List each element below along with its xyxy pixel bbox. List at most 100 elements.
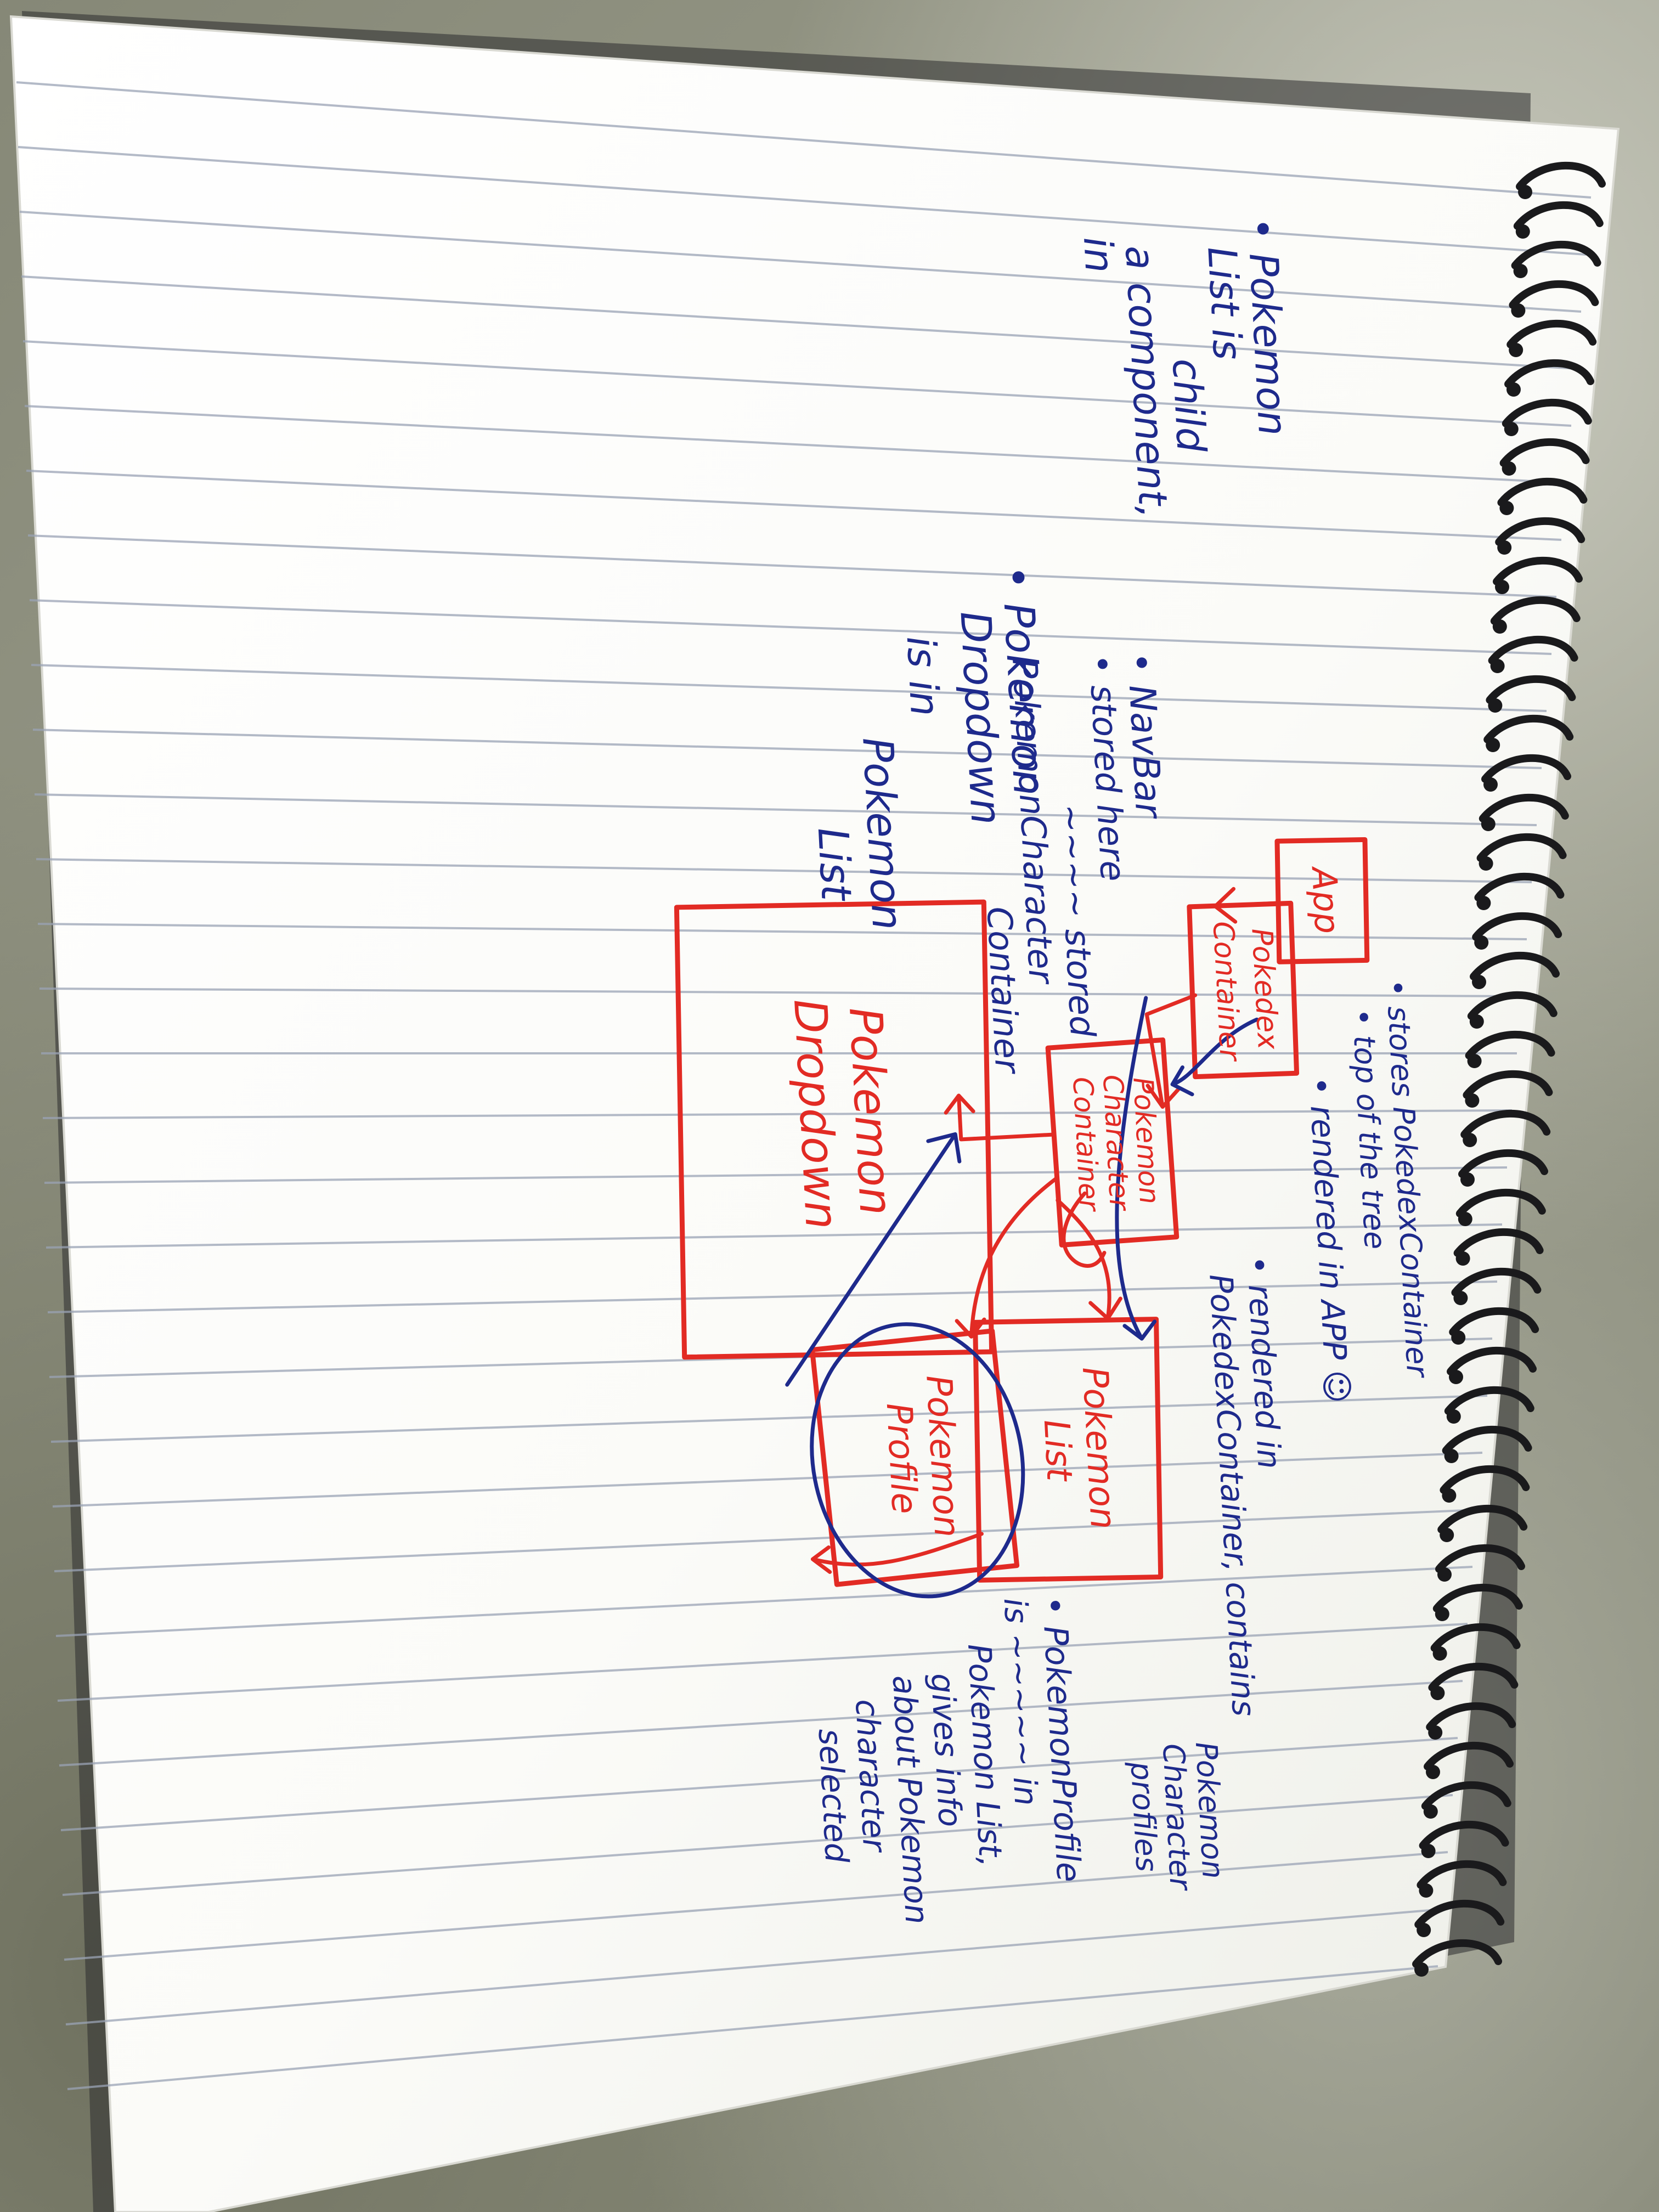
- ruled-line: [21, 275, 1577, 370]
- binding-hole: [1472, 975, 1486, 989]
- binding-hole: [1419, 1883, 1434, 1898]
- binding-hole: [1479, 856, 1493, 871]
- binding-hole: [1509, 343, 1523, 357]
- spiral-coil: [1424, 1741, 1514, 1770]
- spiral-coil: [1458, 1149, 1548, 1178]
- ruled-line: [42, 1109, 1513, 1119]
- spiral-coil: [1442, 1425, 1532, 1454]
- note-pokemon-dropdown: • Pokemon Dropdown is in Pokemon List: [809, 564, 1053, 932]
- red-arrows: [810, 887, 1280, 1574]
- spiral-coil: [1497, 477, 1588, 506]
- ruled-line: [57, 1623, 1468, 1702]
- spiral-coil: [1481, 754, 1571, 783]
- spiral-coil: [1488, 635, 1578, 664]
- ruled-line: [36, 858, 1532, 883]
- ruled-line: [54, 1509, 1478, 1572]
- binding-hole: [1444, 1449, 1459, 1463]
- spiral-coil: [1513, 201, 1604, 230]
- ruled-line: [16, 81, 1592, 199]
- ruled-line: [67, 1965, 1438, 2090]
- binding-hole: [1497, 540, 1512, 555]
- ruled-line: [52, 1452, 1483, 1508]
- binding-hole: [1488, 698, 1503, 713]
- binding-hole: [1446, 1409, 1461, 1424]
- binding-hole: [1506, 382, 1521, 397]
- ruled-line: [29, 599, 1552, 655]
- binding-hole: [1437, 1567, 1452, 1582]
- ruled-lines: [16, 81, 1592, 2090]
- box-profile-label-2: Profile: [878, 1402, 924, 1515]
- spiral-coil: [1453, 1228, 1544, 1257]
- spiral-coil: [1437, 1504, 1528, 1533]
- box-dropdown-label-2: Dropdown: [783, 997, 848, 1231]
- binding-hole: [1451, 1330, 1466, 1345]
- binding-hole: [1502, 461, 1516, 476]
- box-pokemon-profile: [809, 1328, 1020, 1587]
- binding-hole: [1414, 1962, 1429, 1977]
- binding-hole: [1453, 1291, 1468, 1305]
- box-pokedex-label-1: Pokedex: [1245, 928, 1284, 1051]
- svg-text:List: List: [809, 826, 861, 904]
- ruled-line: [32, 729, 1542, 769]
- spiral-binding: [1412, 161, 1606, 1977]
- binding-hole: [1515, 224, 1530, 239]
- spiral-coil: [1516, 161, 1606, 190]
- ruled-line: [26, 470, 1562, 541]
- spiral-coil: [1426, 1702, 1516, 1731]
- ruled-line: [31, 664, 1547, 712]
- ruled-line: [22, 340, 1572, 427]
- svg-text:Container: Container: [979, 906, 1028, 1076]
- box-pokemon-list: [973, 1317, 1164, 1583]
- binding-hole: [1440, 1528, 1454, 1542]
- binding-hole: [1495, 580, 1509, 594]
- spiral-coil: [1435, 1544, 1525, 1573]
- ruled-line: [34, 793, 1537, 826]
- blue-arrows: [785, 996, 1259, 1599]
- svg-text:Pokemon: Pokemon: [853, 736, 912, 931]
- svg-text:in: in: [1075, 235, 1122, 274]
- binding-hole: [1467, 1054, 1482, 1068]
- binding-hole: [1490, 659, 1505, 673]
- svg-text:• Pokemon: • Pokemon: [1239, 216, 1296, 437]
- binding-hole: [1428, 1725, 1443, 1740]
- spiral-coil: [1474, 872, 1565, 901]
- box-character-label-2: Character: [1097, 1074, 1136, 1212]
- spiral-coil: [1479, 793, 1569, 822]
- binding-hole: [1476, 896, 1491, 910]
- spiral-coil: [1509, 280, 1599, 309]
- svg-text:character: character: [848, 1698, 894, 1854]
- box-character-label-1: Pokemon: [1127, 1076, 1165, 1205]
- svg-text:• Pokemon: • Pokemon: [992, 564, 1053, 797]
- spiral-coil: [1449, 1307, 1539, 1336]
- binding-hole: [1492, 619, 1507, 634]
- box-list-label-1: Pokemon: [1074, 1366, 1123, 1531]
- spiral-coil: [1486, 675, 1576, 704]
- box-profile-label-1: Pokemon: [918, 1374, 967, 1539]
- binding-hole: [1423, 1804, 1438, 1819]
- svg-text:is in: is in: [898, 635, 949, 717]
- svg-text:profiles: profiles: [1124, 1760, 1164, 1873]
- ruled-line: [64, 1851, 1448, 1961]
- spiral-coil: [1430, 1623, 1521, 1652]
- ruled-line: [65, 1908, 1443, 2025]
- binding-hole: [1426, 1765, 1440, 1779]
- spiral-coil: [1476, 833, 1567, 862]
- ruled-line: [47, 1280, 1498, 1313]
- spiral-coil: [1511, 240, 1601, 269]
- spiral-coil: [1412, 1939, 1502, 1968]
- ruled-line: [62, 1794, 1453, 1896]
- ruled-line: [39, 988, 1522, 997]
- spiral-coil: [1432, 1583, 1523, 1612]
- box-dropdown-label-1: Pokemon: [839, 1006, 902, 1216]
- binding-hole: [1449, 1370, 1463, 1384]
- spiral-coil: [1428, 1662, 1519, 1691]
- spiral-coil: [1460, 1109, 1551, 1138]
- spiral-coil: [1504, 359, 1594, 388]
- spiral-coil: [1447, 1346, 1537, 1375]
- spiral-coil: [1444, 1386, 1534, 1415]
- svg-text:• NavBar: • NavBar: [1119, 651, 1170, 821]
- spiral-coil: [1470, 951, 1560, 980]
- ruled-line: [19, 211, 1582, 313]
- svg-text:child: child: [1164, 357, 1215, 454]
